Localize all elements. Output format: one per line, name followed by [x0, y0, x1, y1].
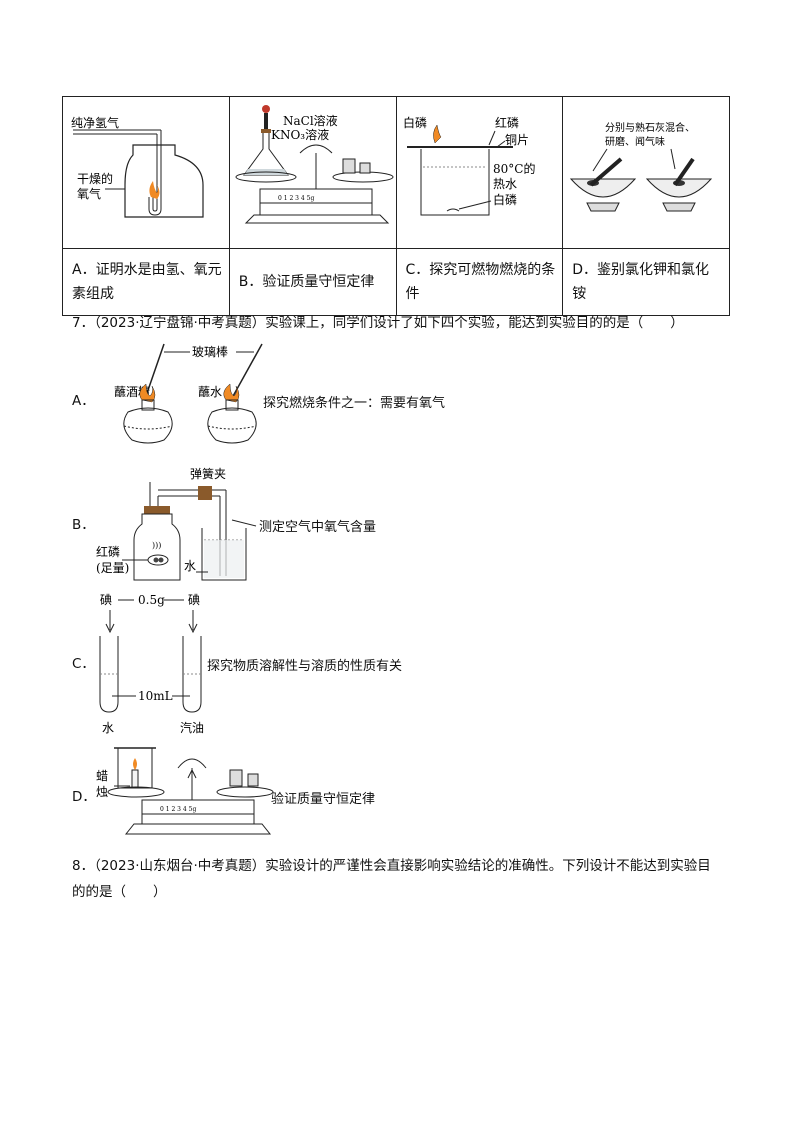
option-cell-b[interactable]: B．验证质量守恒定律	[228, 248, 397, 316]
mortar-grinding-diagram: 分别与熟石灰混合、 研磨、闻气味	[570, 121, 713, 212]
label-volume: 10mL	[138, 689, 173, 703]
q7-option-c-letter[interactable]: C．	[72, 656, 95, 672]
label-glass-rod: 玻璃棒	[192, 345, 228, 359]
q8-stem-line-2: 的的是（ ）	[72, 884, 167, 900]
q7-option-d-letter[interactable]: D．	[72, 789, 96, 805]
label-dry: 干燥的	[77, 171, 113, 186]
label-candle-2: 烛	[96, 785, 108, 799]
label-white-phosphorus-2: 白磷	[493, 192, 517, 207]
q7-b-caption: 测定空气中氧气含量	[259, 520, 377, 535]
q7-option-b-letter[interactable]: B．	[72, 517, 95, 533]
image-cell-c: 白磷 红磷 铜片 80°C的 热水 白磷	[395, 96, 564, 249]
option-a-text: A．证明水是由氢、氧元素组成	[72, 262, 222, 302]
q8-stem-line-1: 8．（2023·山东烟台·中考真题）实验设计的严谨性会直接影响实验结论的准确性。…	[72, 858, 711, 874]
svg-text:0 1 2 3 4 5g: 0 1 2 3 4 5g	[160, 806, 196, 813]
label-hot-water: 热水	[493, 177, 517, 191]
option-d-text: D．鉴别氯化钾和氯化铵	[572, 262, 710, 302]
svg-text:))): )))	[152, 541, 161, 550]
label-water-c: 水	[102, 721, 114, 735]
mass-conservation-balance-b: NaCl溶液 KNO₃溶液 0 1 2 3 4 5g	[235, 105, 394, 224]
q7-c-caption: 探究物质溶解性与溶质的性质有关	[207, 659, 403, 674]
option-cell-a[interactable]: A．证明水是由氢、氧元素组成	[62, 248, 230, 316]
label-mix-lime: 分别与熟石灰混合、	[605, 121, 695, 134]
label-white-phosphorus: 白磷	[403, 115, 427, 130]
q7-a-caption: 探究燃烧条件之一：需要有氧气	[263, 396, 446, 411]
label-candle-1: 蜡	[96, 769, 108, 783]
label-mass: 0.5g	[138, 593, 165, 607]
option-cell-d[interactable]: D．鉴别氯化钾和氯化铵	[562, 248, 730, 316]
label-iodine-1: 碘	[100, 593, 112, 607]
q7-option-a-letter[interactable]: A．	[72, 393, 95, 409]
svg-text:0 1 2 3 4 5g: 0 1 2 3 4 5g	[278, 195, 314, 202]
label-copper-sheet: 铜片	[505, 132, 529, 147]
label-oxygen: 氧气	[77, 186, 101, 201]
label-red-phosphorus: 红磷	[96, 544, 120, 559]
option-cell-c[interactable]: C．探究可燃物燃烧的条件	[395, 248, 564, 316]
combustion-condition-diagram: 白磷 红磷 铜片 80°C的 热水 白磷	[403, 115, 535, 216]
option-b-text: B．验证质量守恒定律	[238, 274, 375, 290]
image-cell-a: 纯净氢气 干燥的 氧气	[62, 96, 230, 249]
label-water: 水	[184, 559, 196, 573]
label-grind-smell: 研磨、闻气味	[605, 135, 665, 148]
q7-stem: 7．（2023·辽宁盘锦·中考真题）实验课上，同学们设计了如下四个实验，能达到实…	[72, 315, 684, 331]
label-gasoline: 汽油	[180, 720, 204, 735]
label-sufficient: (足量)	[96, 561, 129, 575]
label-nacl: NaCl溶液	[283, 113, 338, 128]
image-cell-d: 分别与熟石灰混合、 研磨、闻气味	[562, 96, 730, 249]
label-red-phosphorus: 红磷	[495, 115, 519, 130]
option-c-text: C．探究可燃物燃烧的条件	[405, 262, 556, 302]
label-iodine-2: 碘	[188, 593, 200, 607]
hydrogen-burning-diagram: 纯净氢气 干燥的 氧气	[71, 115, 204, 218]
label-spring-clip: 弹簧夹	[190, 466, 226, 481]
label-80c: 80°C的	[493, 161, 535, 176]
q7-d-caption: 验证质量守恒定律	[271, 792, 376, 807]
q6-options-table: 纯净氢气 干燥的 氧气 NaCl溶液 KNO₃溶液	[62, 96, 730, 316]
label-kno3: KNO₃溶液	[271, 127, 329, 142]
label-pure-hydrogen: 纯净氢气	[71, 115, 119, 130]
label-dipped-water: 蘸水	[198, 385, 222, 399]
